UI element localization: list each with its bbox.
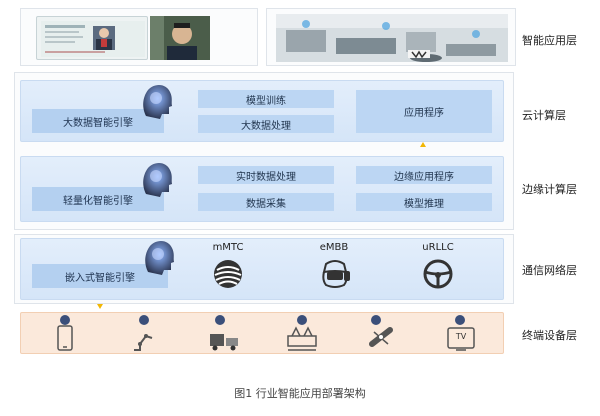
factory-line-icon xyxy=(287,315,317,351)
urllc-label: uRLLC xyxy=(422,242,454,253)
terminal-layer-label: 终端设备层 xyxy=(522,329,577,342)
ai-head-icon xyxy=(143,84,172,119)
terminal-layer-panel xyxy=(20,312,504,354)
figure-caption: 图1 行业智能应用部署架构 xyxy=(234,387,366,400)
id-card-image xyxy=(41,21,145,57)
robot-arm-icon xyxy=(134,315,153,351)
mmtc-icon xyxy=(214,260,242,288)
network-layer-label: 通信网络层 xyxy=(522,264,577,277)
model-training-box: 模型训练 xyxy=(198,90,334,108)
vr-headset-icon xyxy=(322,260,350,288)
smart-home-photo xyxy=(276,14,508,62)
face-camera-photo xyxy=(150,16,210,60)
edge-layer-label: 边缘计算层 xyxy=(522,183,577,196)
down-arrow-icon xyxy=(97,304,103,309)
cloud-engine-box: 大数据智能引擎 xyxy=(32,109,164,133)
app-layer-label: 智能应用层 xyxy=(522,34,577,47)
application-box: 应用程序 xyxy=(356,90,492,133)
tv-label: TV xyxy=(455,332,467,341)
mmtc-label: mMTC xyxy=(212,242,244,253)
face-image xyxy=(150,16,210,60)
up-arrow-icon xyxy=(420,142,426,147)
steering-wheel-icon xyxy=(423,259,453,289)
tv-icon xyxy=(447,315,475,351)
ai-head-icon xyxy=(143,162,172,197)
big-data-processing-box: 大数据处理 xyxy=(198,115,334,133)
ai-head-icon xyxy=(145,240,174,275)
edge-engine-box: 轻量化智能引擎 xyxy=(32,187,164,211)
data-collection-box: 数据采集 xyxy=(198,193,334,211)
drone-icon xyxy=(369,315,393,347)
embb-label: eMBB xyxy=(319,242,349,253)
realtime-processing-box: 实时数据处理 xyxy=(198,166,334,184)
model-inference-box: 模型推理 xyxy=(356,193,492,211)
smart-home-image xyxy=(276,14,508,62)
network-engine-box: 嵌入式智能引擎 xyxy=(32,264,168,288)
edge-application-box: 边缘应用程序 xyxy=(356,166,492,184)
id-card-photo xyxy=(36,16,148,60)
cloud-layer-label: 云计算层 xyxy=(522,109,566,122)
vehicle-icon xyxy=(210,315,238,351)
smartphone-icon xyxy=(57,315,73,351)
